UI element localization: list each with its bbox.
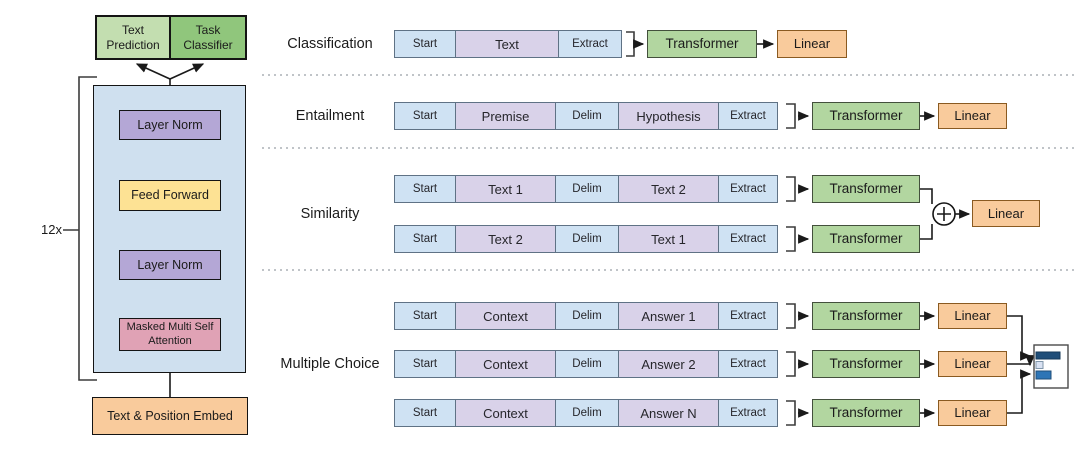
token-cell: Text 2 <box>618 175 719 203</box>
score-bar-3 <box>1035 370 1052 380</box>
token-cell: Context <box>455 399 556 427</box>
bracket-classification <box>626 31 635 57</box>
token-cell: Context <box>455 302 556 330</box>
token-cell: Delim <box>555 225 619 253</box>
wire-linear2-to-scores <box>1007 355 1035 367</box>
transformer-box-similarity-1: Transformer <box>812 175 920 203</box>
similarity-token-bar-1: Start Text 1 Delim Text 2 Extract <box>394 175 778 203</box>
token-cell: Text <box>455 30 559 58</box>
layer-norm-bottom-box: Layer Norm <box>119 250 221 280</box>
task-label-similarity: Similarity <box>300 206 360 222</box>
token-cell: Start <box>394 399 456 427</box>
token-cell: Delim <box>555 399 619 427</box>
linear-box-choice-3: Linear <box>938 400 1007 426</box>
transformer-box-classification: Transformer <box>647 30 757 58</box>
add-icon-similarity <box>932 202 956 226</box>
arrow-to-text-prediction <box>135 63 171 80</box>
bracket-similarity-2 <box>786 226 796 252</box>
task-label-entailment: Entailment <box>295 108 365 124</box>
transformer-box-choice-2: Transformer <box>812 350 920 378</box>
token-cell: Start <box>394 350 456 378</box>
token-cell: Answer 1 <box>618 302 719 330</box>
bracket-entailment <box>786 103 796 129</box>
wire-similarity2-to-add <box>920 224 933 240</box>
task-classifier-box: Task Classifier <box>169 15 247 60</box>
token-cell: Delim <box>555 302 619 330</box>
bracket-choice-2 <box>786 351 796 377</box>
linear-box-entailment: Linear <box>938 103 1007 129</box>
arrow-to-task-classifier <box>169 63 205 80</box>
token-cell: Extract <box>718 350 778 378</box>
transformer-box-choice-1: Transformer <box>812 302 920 330</box>
token-cell: Hypothesis <box>618 102 719 130</box>
token-cell: Start <box>394 302 456 330</box>
token-cell: Text 1 <box>618 225 719 253</box>
feed-forward-box: Feed Forward <box>119 180 221 211</box>
linear-box-classification: Linear <box>777 30 847 58</box>
token-cell: Text 2 <box>455 225 556 253</box>
token-cell: Extract <box>718 302 778 330</box>
token-cell: Text 1 <box>455 175 556 203</box>
token-cell: Extract <box>718 175 778 203</box>
layer-norm-top-box: Layer Norm <box>119 110 221 140</box>
choice-scores-chart <box>1033 344 1069 389</box>
token-cell: Delim <box>555 102 619 130</box>
token-cell: Premise <box>455 102 556 130</box>
bracket-similarity-1 <box>786 176 796 202</box>
text-position-embed-box: Text & Position Embed <box>92 397 248 435</box>
linear-box-similarity: Linear <box>972 200 1040 227</box>
choice-token-bar-2: Start Context Delim Answer 2 Extract <box>394 350 778 378</box>
repeat-12x-label: 12x <box>41 222 62 237</box>
text-prediction-box: Text Prediction <box>95 15 171 60</box>
repeat-bracket <box>63 76 97 381</box>
similarity-token-bar-2: Start Text 2 Delim Text 1 Extract <box>394 225 778 253</box>
classification-token-bar: Start Text Extract <box>394 30 622 58</box>
bracket-choice-1 <box>786 303 796 329</box>
transformer-box-entailment: Transformer <box>812 102 920 130</box>
wire-similarity1-to-add <box>920 188 933 204</box>
token-cell: Start <box>394 30 456 58</box>
linear-box-choice-1: Linear <box>938 303 1007 329</box>
linear-box-choice-2: Linear <box>938 351 1007 377</box>
token-cell: Start <box>394 102 456 130</box>
token-cell: Delim <box>555 175 619 203</box>
token-cell: Extract <box>718 102 778 130</box>
score-bar-1 <box>1035 351 1061 360</box>
score-bar-2 <box>1035 361 1044 369</box>
token-cell: Start <box>394 175 456 203</box>
bracket-choice-3 <box>786 400 796 426</box>
token-cell: Answer 2 <box>618 350 719 378</box>
choice-token-bar-1: Start Context Delim Answer 1 Extract <box>394 302 778 330</box>
choice-token-bar-3: Start Context Delim Answer N Extract <box>394 399 778 427</box>
transformer-box-choice-3: Transformer <box>812 399 920 427</box>
token-cell: Start <box>394 225 456 253</box>
token-cell: Extract <box>718 399 778 427</box>
entailment-token-bar: Start Premise Delim Hypothesis Extract <box>394 102 778 130</box>
token-cell: Extract <box>718 225 778 253</box>
token-cell: Delim <box>555 350 619 378</box>
token-cell: Extract <box>558 30 622 58</box>
token-cell: Answer N <box>618 399 719 427</box>
task-label-classification: Classification <box>287 36 373 52</box>
wire-linear1-to-scores <box>1007 315 1032 361</box>
masked-self-attention-box: Masked Multi Self Attention <box>119 318 221 351</box>
wire-linear3-to-scores <box>1007 369 1032 414</box>
task-label-multiple-choice: Multiple Choice <box>280 356 380 372</box>
transformer-box-similarity-2: Transformer <box>812 225 920 253</box>
token-cell: Context <box>455 350 556 378</box>
